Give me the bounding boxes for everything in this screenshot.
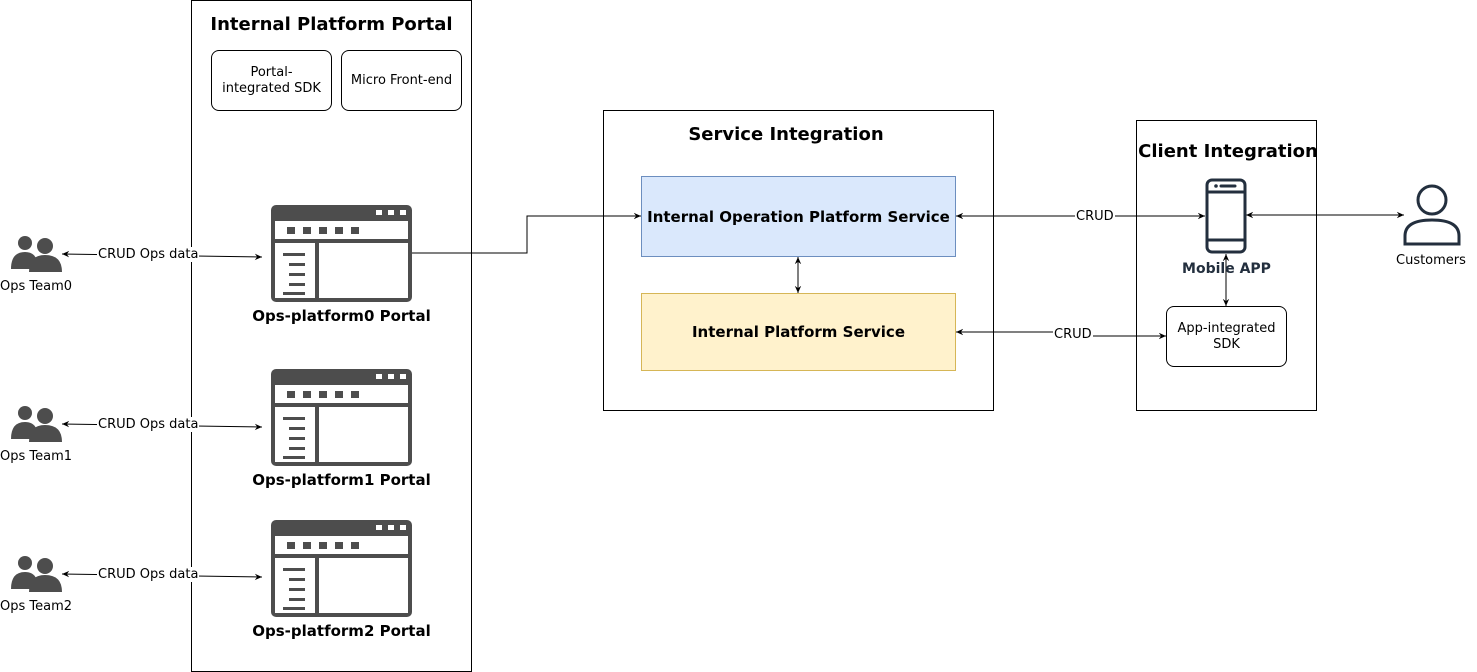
portal1-label: Ops-platform1 Portal	[252, 471, 431, 489]
internal-platform-service-label: Internal Platform Service	[691, 323, 906, 341]
app-sdk-box[interactable]: App-integrated SDK	[1166, 306, 1287, 367]
portal-to-service-connector	[412, 212, 641, 254]
portal0-label: Ops-platform0 Portal	[252, 307, 431, 325]
customers-label: Customers	[1396, 253, 1466, 268]
team2-label: Ops Team2	[0, 599, 73, 614]
team1-users-icon	[11, 406, 62, 442]
ops-mobile-edge-label: CRUD	[1075, 209, 1115, 224]
team2-users-icon	[11, 556, 62, 592]
portal2-label: Ops-platform2 Portal	[252, 622, 431, 640]
platform-sdk-edge-label: CRUD	[1053, 327, 1093, 342]
mobile-phone-icon[interactable]	[1205, 178, 1247, 254]
portal2-browser-icon[interactable]	[271, 520, 412, 617]
portal0-browser-icon[interactable]	[271, 205, 412, 302]
portal-sdk-box[interactable]: Portal-integrated SDK	[211, 50, 332, 111]
team2-edge-label: CRUD Ops data	[97, 567, 200, 582]
service-group-title: Service Integration	[688, 124, 884, 145]
team0-edge-label: CRUD Ops data	[97, 247, 200, 262]
team0-label: Ops Team0	[0, 279, 73, 294]
ops-platform-service-box[interactable]: Internal Operation Platform Service	[641, 176, 956, 257]
customer-user-icon	[1403, 184, 1461, 246]
micro-frontend-box[interactable]: Micro Front-end	[341, 50, 462, 111]
team1-edge-label: CRUD Ops data	[97, 417, 200, 432]
ops-platform-service-label: Internal Operation Platform Service	[647, 207, 950, 226]
team1-label: Ops Team1	[0, 449, 73, 464]
portal1-browser-icon[interactable]	[271, 369, 412, 466]
micro-frontend-label: Micro Front-end	[350, 72, 453, 88]
portal-sdk-label: Portal-integrated SDK	[222, 64, 321, 96]
team0-users-icon	[11, 236, 62, 272]
portal-group-title: Internal Platform Portal	[210, 14, 453, 35]
client-group-title: Client Integration	[1138, 141, 1318, 162]
mobile-app-label: Mobile APP	[1182, 261, 1271, 277]
app-sdk-label: App-integrated SDK	[1177, 320, 1276, 352]
internal-platform-service-box[interactable]: Internal Platform Service	[641, 293, 956, 371]
